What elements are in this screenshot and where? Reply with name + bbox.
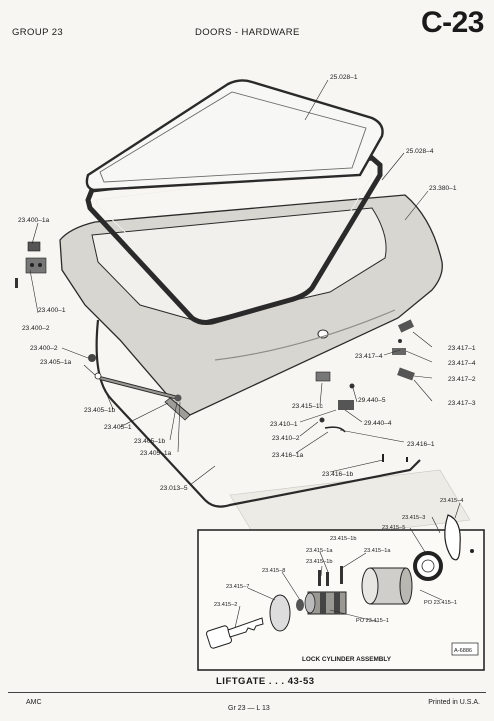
inset-callout-415-1b-top: 23.415–1b (330, 536, 356, 542)
inset-callout-415-1a-left: 23.415–1a (306, 548, 333, 554)
lower-weatherstrip (95, 319, 421, 508)
footer-brand: AMC (26, 699, 42, 706)
footer-rule (8, 692, 486, 693)
liftgate-lower-edge (164, 397, 191, 421)
lock-brackets-right (315, 319, 415, 462)
callout-strut-ball-upper: 23.405–1a (40, 359, 72, 366)
callout-latch: 23.410–1 (270, 421, 298, 428)
inset-callout-415-8: 23.415–8 (262, 568, 285, 574)
page-code: C-23 (420, 6, 485, 39)
inset-code: A-6886 (454, 648, 472, 654)
callout-handle: 23.416–1 (407, 441, 435, 448)
callout-bracket-2: 23.417–2 (448, 376, 476, 383)
group-label: GROUP 23 (12, 27, 64, 38)
callout-clip-5: 29.440–5 (358, 397, 386, 404)
inset-callout-415-4: 23.415–4 (440, 498, 463, 504)
inset-callout-415-3: 23.415–3 (402, 515, 425, 521)
hinge-left (15, 241, 47, 288)
inset-callout-415-7: 23.415–7 (226, 584, 249, 590)
liftgate-shading (214, 309, 396, 361)
callout-bracket-3: 23.417–3 (448, 400, 476, 407)
callout-latch-screw: 23.410–2 (272, 435, 300, 442)
callout-hinge-upper: 23.400–1a (18, 217, 50, 224)
inset-callout-415-1a-right: 23.415–1a (364, 548, 391, 554)
callout-strut-clip-lower: 23.405–1b (134, 438, 166, 445)
support-strut (88, 354, 182, 402)
callout-handle-b: 23.416–1b (322, 471, 354, 478)
callout-clip-4: 29.440–4 (364, 420, 392, 427)
callout-hinge: 23.400–1 (38, 307, 66, 314)
callout-hinge-pin: 23.400–2 (22, 325, 50, 332)
page-title: DOORS - HARDWARE (195, 27, 300, 38)
liftgate-glass (85, 79, 384, 192)
key-illustration (206, 617, 264, 649)
callout-weatherstrip: 23.013–5 (160, 485, 188, 492)
lock-cylinder-inset: 23.415–4 23.415–3 23.415–5 23.415–1b 23.… (197, 498, 485, 671)
callout-glass: 25.028–1 (330, 74, 358, 81)
liftgate-glass-inner (99, 91, 367, 183)
callout-hinge-pin-2: 23.400–2 (30, 345, 58, 352)
inset-callout-415-5: 23.415–5 (382, 525, 405, 531)
section-label: LIFTGATE . . . 43-53 (216, 676, 315, 687)
inset-callout-415-2: 23.415–2 (214, 602, 237, 608)
callout-strut: 23.405–1 (104, 424, 132, 431)
retaining-clip (444, 514, 461, 561)
callout-handle-a: 23.416–1a (272, 452, 304, 459)
footer-printed: Printed in U.S.A. (428, 699, 480, 706)
inset-callout-po-right: PO 23.415–1 (424, 600, 457, 606)
liftgate-window-opening (91, 207, 387, 323)
exploded-parts-diagram: 25.028–1 25.028–4 23.380–1 23.400–1a 23.… (15, 74, 485, 671)
weatherstrip-seal-inner (95, 165, 373, 315)
weatherstrip-seal (85, 155, 383, 325)
bezel (269, 594, 291, 632)
leader-lines (29, 79, 433, 486)
callout-bracket-1: 23.417–1 (448, 345, 476, 352)
inset-callout-po-bottom: PO 23.415–1 (356, 618, 389, 624)
inset-title: LOCK CYLINDER ASSEMBLY (302, 656, 392, 663)
callout-bracket-4a: 23.417–4 (355, 353, 383, 360)
callout-strut-ball-lower: 23.405–1a (140, 450, 172, 457)
callout-lock-rod: 23.415–1c (292, 403, 324, 410)
footer-page-ref: Gr 23 — L 13 (228, 705, 270, 712)
callout-bracket-4b: 23.417–4 (448, 360, 476, 367)
inset-callout-415-1b-mid: 23.415–1b (306, 559, 332, 565)
callout-seal: 25.028–4 (406, 148, 434, 155)
callout-strut-clip-upper: 23.405–1b (84, 407, 116, 414)
callout-liftgate: 23.380–1 (429, 185, 457, 192)
